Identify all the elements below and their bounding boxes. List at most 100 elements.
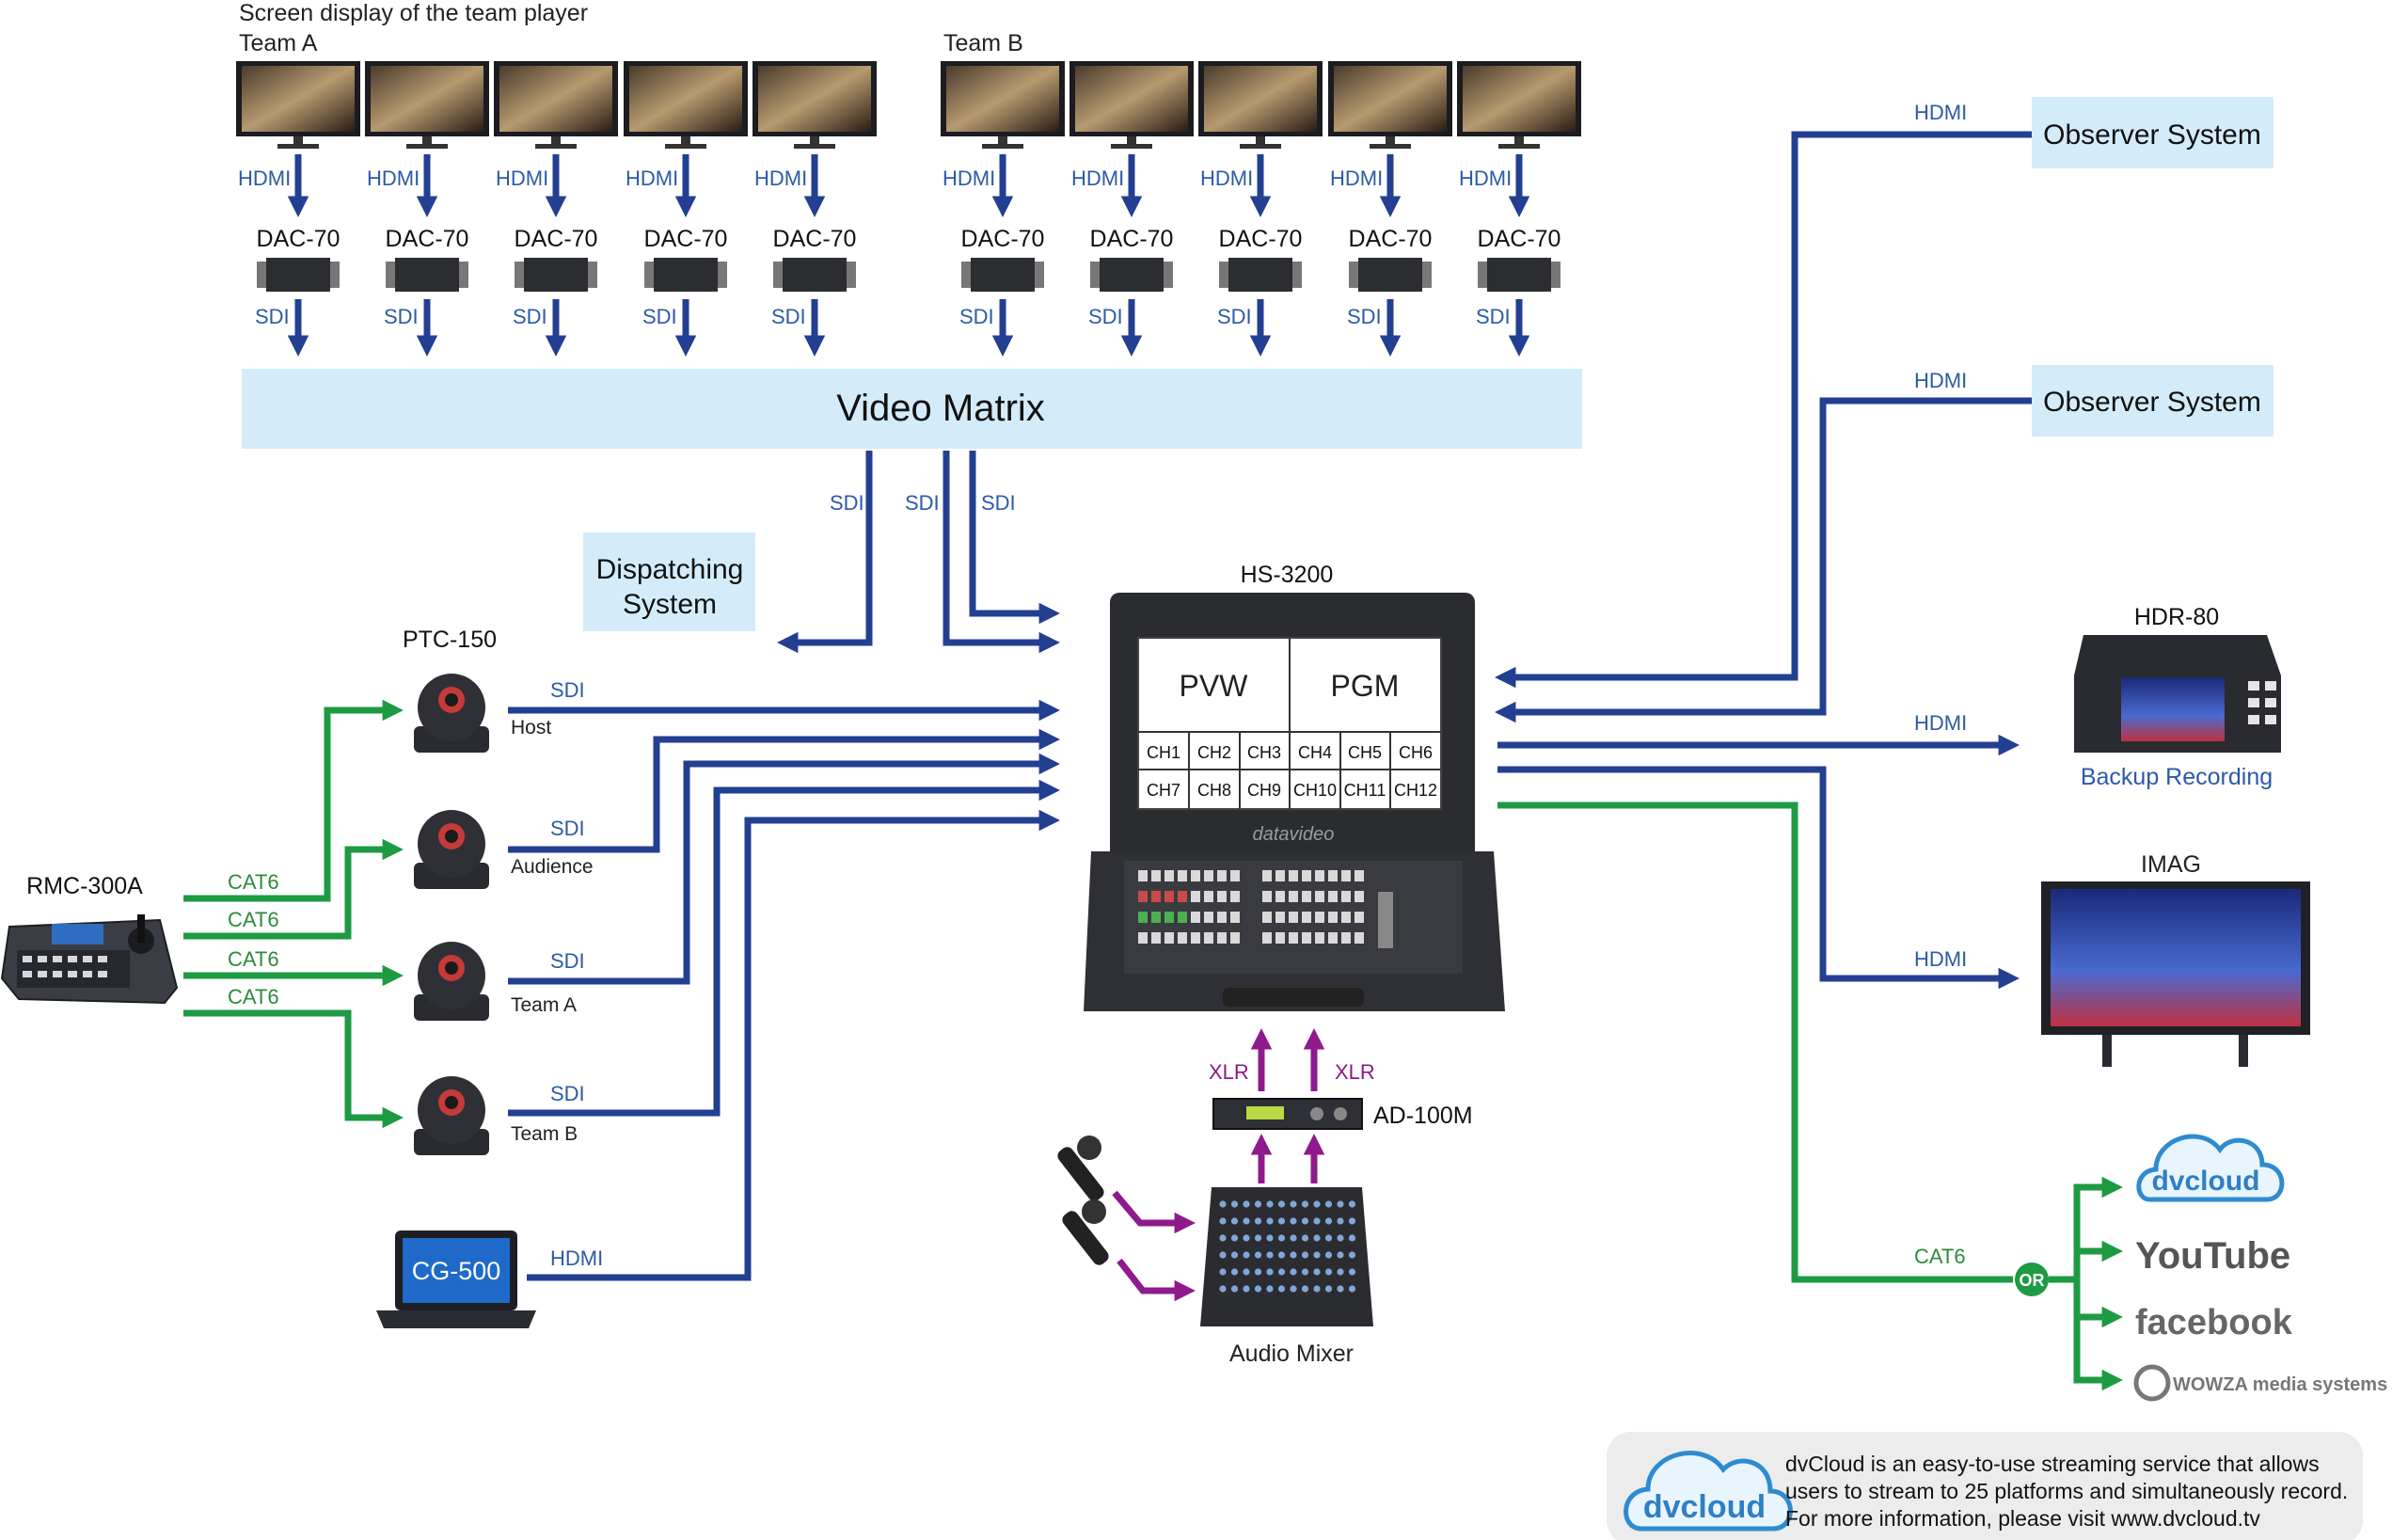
switcher-button (1204, 870, 1213, 881)
switcher-button (1151, 870, 1161, 881)
mixer-knob (1230, 1251, 1239, 1259)
mixer-knob (1313, 1268, 1321, 1276)
cg-500-laptop (376, 1230, 536, 1328)
mixer-knob (1301, 1251, 1309, 1259)
player-monitor-screen (242, 66, 355, 132)
player-monitor-stand (1514, 136, 1524, 144)
player-monitor-stand (1256, 136, 1265, 144)
rmc-300a-controller (0, 914, 179, 1005)
hdmi-label: HDMI (1459, 167, 1512, 190)
switcher-button (1138, 912, 1148, 923)
hdmi-label: HDMI (1200, 167, 1253, 190)
player-monitor-screen (758, 66, 871, 132)
dac-70-connector-right (588, 262, 597, 288)
imag-label: IMAG (2141, 851, 2201, 878)
dispatching-line2: System (623, 589, 717, 620)
mixer-knob (1219, 1268, 1227, 1276)
mixer-knob (1337, 1200, 1344, 1208)
dac-70-connector-left (1090, 262, 1100, 288)
mixer-knob (1290, 1234, 1297, 1242)
ptc-150-camera-3 (414, 942, 489, 1021)
xlr-label-right: XLR (1335, 1060, 1375, 1084)
channel-label: CH5 (1348, 743, 1382, 762)
ptc-150-camera-2 (414, 810, 489, 889)
mixer-knob (1348, 1251, 1356, 1259)
player-monitor-screen (1204, 66, 1317, 132)
dac-70-converter (1100, 258, 1164, 292)
switcher-button (1204, 932, 1213, 944)
camera-audience-name: Audience (511, 856, 594, 878)
mixer-knob (1337, 1251, 1344, 1259)
ad-100m-label: AD-100M (1373, 1103, 1473, 1129)
player-monitor-base (665, 144, 706, 149)
mixer-knob (1348, 1268, 1356, 1276)
mixer-knob (1313, 1251, 1321, 1259)
player-monitor-base (277, 144, 319, 149)
player-monitor-base (406, 144, 448, 149)
platform-line-facebook (2073, 1261, 2123, 1328)
switcher-button-panel (1138, 870, 1393, 948)
mixer-knob (1301, 1217, 1309, 1225)
hdmi-label: HDMI (496, 167, 548, 190)
hdmi-label: HDMI (626, 167, 678, 190)
player-monitor-screen (1075, 66, 1188, 132)
observer-1-label: Observer System (2043, 119, 2261, 151)
camera-lens-center (445, 1096, 458, 1109)
player-monitor-base (535, 144, 577, 149)
hs-3200-label: HS-3200 (1241, 562, 1334, 588)
switcher-button (1191, 891, 1200, 902)
switcher-button (1262, 932, 1272, 944)
camera-lens-center (445, 961, 458, 975)
camera-team-b-line (508, 779, 1060, 1117)
sdi-label: SDI (513, 305, 547, 328)
mixer-knob (1266, 1234, 1274, 1242)
dac-70-label: DAC-70 (257, 226, 341, 252)
mixer-knob (1277, 1234, 1286, 1242)
dac-70-label: DAC-70 (386, 226, 469, 252)
facebook-label: facebook (2135, 1303, 2293, 1342)
mixer-knob (1290, 1285, 1297, 1293)
cat6-line-team-b (183, 1009, 404, 1129)
switcher-button (1230, 891, 1240, 902)
switcher-button (1275, 870, 1285, 881)
switcher-button (1289, 891, 1298, 902)
footer-panel (1607, 1432, 2363, 1540)
observer-2-box (2032, 365, 2273, 437)
cg-500-label: CG-500 (412, 1257, 501, 1285)
top-caption: Screen display of the team player (239, 0, 588, 26)
mixer-knob (1337, 1285, 1344, 1293)
mixer-knob (1324, 1251, 1333, 1259)
camera-team-b-name: Team B (511, 1123, 578, 1145)
switcher-button (1341, 932, 1351, 944)
switcher-button (1164, 891, 1174, 902)
mixer-knob (1230, 1200, 1239, 1208)
player-monitor-stand (551, 136, 561, 144)
switcher-button (1341, 891, 1351, 902)
mixer-knob (1348, 1217, 1356, 1225)
player-monitor-base (1498, 144, 1540, 149)
sdi-label: SDI (1088, 305, 1123, 328)
dac-70-connector-left (961, 262, 971, 288)
mixer-knob (1266, 1200, 1274, 1208)
platform-line-youtube (2073, 1240, 2123, 1279)
camera-team-a-line (508, 753, 1060, 985)
mixer-knob (1301, 1234, 1309, 1242)
mixer-knob (1230, 1285, 1239, 1293)
sdi-label: SDI (384, 305, 419, 328)
mixer-knob (1277, 1285, 1286, 1293)
camera-team-a-link-label: SDI (550, 949, 585, 973)
dac-70-label: DAC-70 (1478, 226, 1561, 252)
switcher-button (1217, 891, 1227, 902)
mixer-knob (1266, 1268, 1274, 1276)
switcher-button (1354, 912, 1364, 923)
channel-label: CH7 (1147, 781, 1180, 800)
mixer-knob (1290, 1217, 1297, 1225)
switcher-button (1354, 870, 1364, 881)
hdmi-label: HDMI (1330, 167, 1383, 190)
